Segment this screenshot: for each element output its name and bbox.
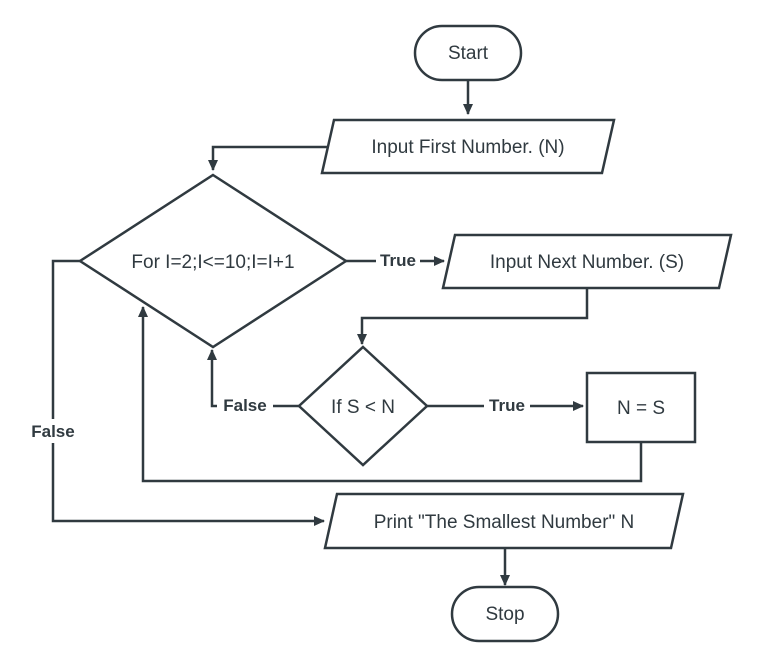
edge-label-loop-false: False <box>24 419 82 443</box>
connector-input-first-to-loop <box>208 145 334 171</box>
print-output-node: Print "The Smallest Number" N <box>323 492 685 550</box>
svg-text:If S < N: If S < N <box>331 397 395 418</box>
connector-input-next-to-compare <box>357 288 589 345</box>
svg-text:False: False <box>223 396 266 415</box>
stop-terminal: Stop <box>450 585 560 643</box>
svg-text:Print "The Smallest Number" N: Print "The Smallest Number" N <box>374 512 635 533</box>
connector-assign-to-loop <box>138 306 643 483</box>
svg-text:For I=2;I<=10;I=I+1: For I=2;I<=10;I=I+1 <box>131 252 294 273</box>
edge-label-compare-true: True <box>484 394 530 416</box>
edge-label-compare-false: False <box>217 394 273 416</box>
compare-decision-node: If S < N <box>297 345 429 467</box>
assign-process-node: N = S <box>585 371 697 444</box>
input-first-number-node: Input First Number. (N) <box>320 118 616 175</box>
svg-text:Input Next Number. (S): Input Next Number. (S) <box>490 252 684 273</box>
svg-text:False: False <box>31 422 74 441</box>
loop-decision-node: For I=2;I<=10;I=I+1 <box>77 173 349 349</box>
svg-text:True: True <box>380 251 416 270</box>
input-next-number-node: Input Next Number. (S) <box>441 233 733 290</box>
svg-text:Input First Number. (N): Input First Number. (N) <box>371 137 564 158</box>
svg-text:Stop: Stop <box>485 604 524 625</box>
svg-text:N = S: N = S <box>617 398 665 419</box>
svg-text:Start: Start <box>448 43 489 64</box>
svg-text:True: True <box>489 396 525 415</box>
connector-loop-false-to-print <box>51 259 325 526</box>
start-terminal: Start <box>413 24 523 82</box>
edge-label-loop-true: True <box>376 249 420 271</box>
